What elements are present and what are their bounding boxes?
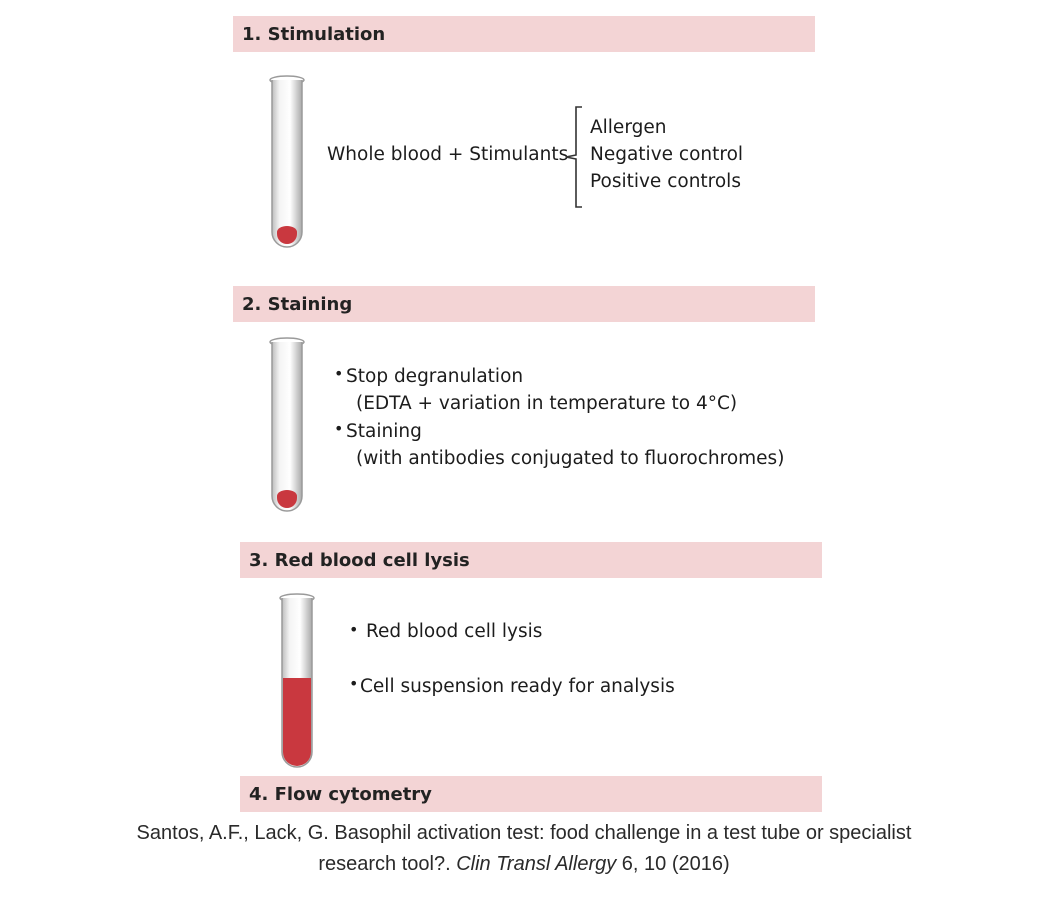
- step-label: 2. Staining: [242, 294, 353, 315]
- step-label: 1. Stimulation: [242, 24, 386, 45]
- stimulant-positive-controls: Positive controls: [590, 171, 741, 192]
- test-tube-icon: [279, 593, 315, 768]
- blood-sample: [277, 226, 297, 244]
- step-header-stimulation: 1. Stimulation: [233, 16, 815, 52]
- bullet-icon: •: [349, 674, 359, 693]
- bracket-icon: [565, 106, 582, 208]
- lysis-bullet-2: Cell suspension ready for analysis: [360, 676, 675, 697]
- stimulation-text: Whole blood + Stimulants: [327, 144, 569, 165]
- step-label: 4. Flow cytometry: [249, 784, 432, 805]
- blood-sample: [277, 490, 297, 508]
- staining-bullet-2: Staining: [346, 421, 422, 442]
- bullet-icon: •: [334, 419, 344, 438]
- step-header-lysis: 3. Red blood cell lysis: [240, 542, 822, 578]
- stimulant-negative-control: Negative control: [590, 144, 744, 165]
- step-header-flow-cytometry: 4. Flow cytometry: [240, 776, 822, 812]
- caption-line-2: research tool?. Clin Transl Allergy 6, 1…: [0, 849, 1048, 880]
- caption-journal: Clin Transl Allergy: [456, 853, 617, 875]
- staining-bullet-1: Stop degranulation: [346, 366, 524, 387]
- lysis-bullet-1: Red blood cell lysis: [366, 621, 543, 642]
- figure-caption: Santos, A.F., Lack, G. Basophil activati…: [0, 818, 1048, 880]
- test-tube-icon: [269, 75, 305, 248]
- caption-line-1: Santos, A.F., Lack, G. Basophil activati…: [136, 822, 912, 844]
- bullet-icon: •: [334, 364, 344, 383]
- step-label: 3. Red blood cell lysis: [249, 550, 470, 571]
- step-header-staining: 2. Staining: [233, 286, 815, 322]
- lysed-blood-sample: [283, 678, 311, 766]
- caption-citation: 6, 10 (2016): [616, 853, 730, 875]
- bullet-icon: •: [349, 620, 359, 639]
- staining-bullet-2-detail: (with antibodies conjugated to fluorochr…: [356, 448, 785, 469]
- caption-text: research tool?.: [318, 853, 457, 875]
- stimulant-allergen: Allergen: [590, 117, 667, 138]
- staining-bullet-1-detail: (EDTA + variation in temperature to 4°C): [356, 393, 738, 414]
- test-tube-icon: [269, 337, 305, 512]
